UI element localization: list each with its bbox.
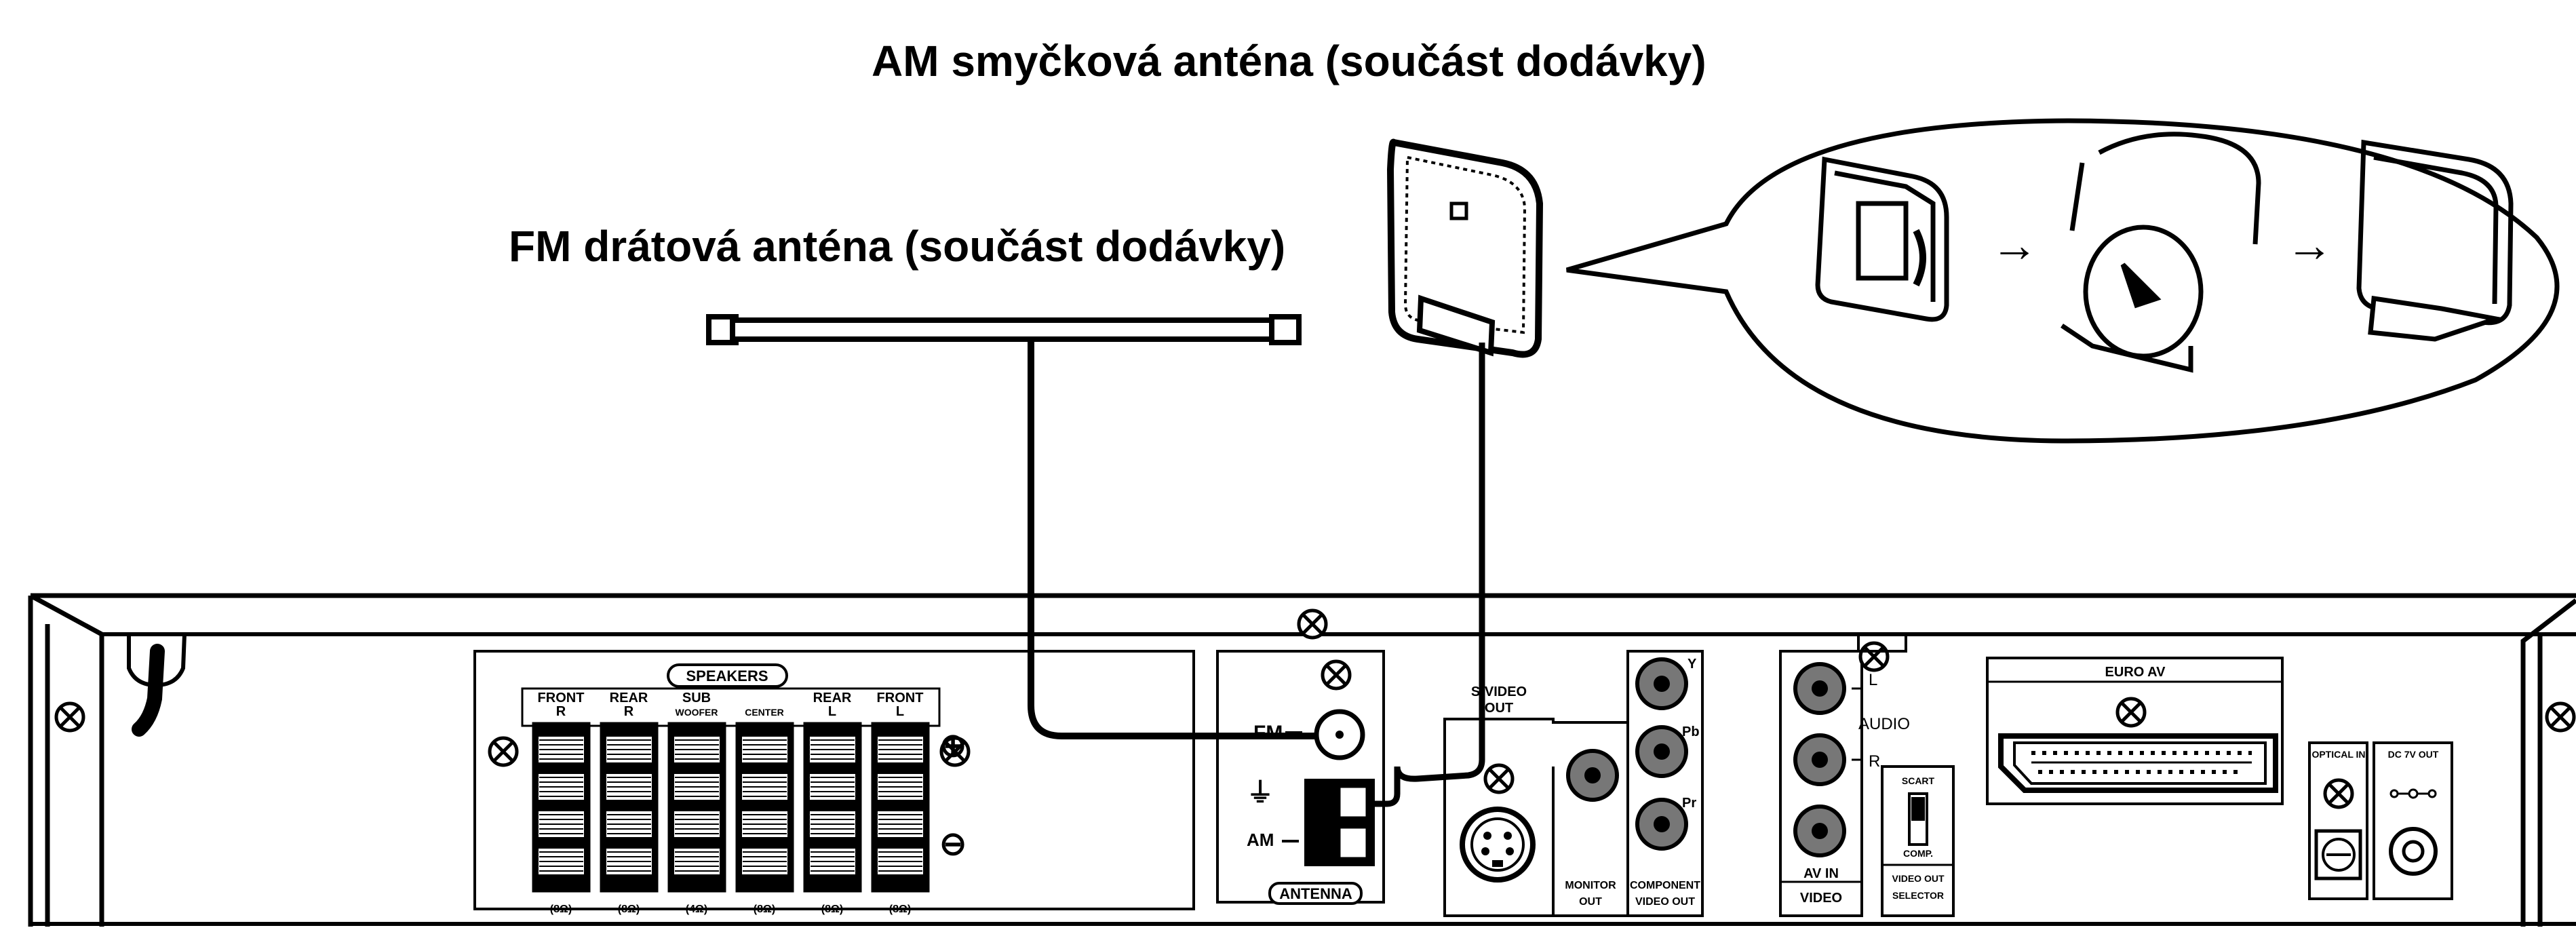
comp-label: COMP. [1903,848,1933,859]
screw [2545,701,2576,733]
fm-cable [1028,339,1340,739]
antenna-title: ANTENNA [1279,885,1352,902]
assembly-step-3 [2356,139,2514,342]
selector-label-2: SELECTOR [1892,890,1944,901]
pb-label: Pb [1682,724,1700,739]
screw [54,701,85,733]
optical-in-section: OPTICAL IN [2308,741,2368,900]
optical-in-port[interactable] [2314,829,2362,880]
audio-label: AUDIO [1858,715,1910,733]
s-video-label: S-VIDEO [1471,684,1527,699]
screw [1483,763,1515,794]
screw [1297,608,1328,640]
audio-l-label: L [1869,671,1877,689]
euro-av-label: EURO AV [2105,665,2166,680]
dc-out-jack[interactable] [2389,827,2438,876]
dc-out-label: DC 7V OUT [2388,749,2439,760]
screw [2323,778,2354,809]
speaker-channel: CENTER (8Ω) [735,707,794,915]
speaker-impedance-label: (8Ω) [821,904,843,915]
optical-in-label: OPTICAL IN [2311,749,2365,760]
speakers-section: SPEAKERS ⊕ ⊖ FRONTR(8Ω)REARR(8Ω)SUBWOOFE… [473,650,1195,915]
screw [488,736,519,767]
fm-wire-antenna [706,314,1302,345]
fm-terminal-label: FM [1253,722,1283,744]
av-video-label: VIDEO [1800,891,1842,906]
assembly-callout: → → [1566,118,2560,444]
screw [1321,659,1352,691]
receiver-back-panel: SPEAKERS ⊕ ⊖ FRONTR(8Ω)REARR(8Ω)SUBWOOFE… [28,593,2576,927]
fm-antenna-label: FM drátová anténa (součást dodávky) [509,222,1285,271]
scart-label: SCART [1902,775,1935,786]
component-label-1: COMPONENT [1630,880,1700,891]
s-video-out-label: OUT [1485,701,1513,716]
speaker-channel-label: FRONT [877,691,924,705]
speaker-channel-label: L [828,704,836,719]
speaker-channel-label: SUB [682,691,711,705]
speaker-channel-label: FRONT [538,691,585,705]
am-terminal-label: AM [1247,830,1274,850]
speaker-channel-label: CENTER [745,707,784,718]
speaker-impedance-label: (8Ω) [550,904,572,915]
video-out-selector-switch[interactable] [1908,792,1928,846]
arrow-step-1: → [1991,218,2038,271]
speaker-channel-label: R [624,704,634,719]
euro-av-scart-connector[interactable] [1998,733,2278,793]
dc-polarity-icon [2389,788,2437,799]
speaker-channel-label: L [896,704,904,719]
speaker-impedance-label: (4Ω) [686,904,707,915]
speaker-impedance-label: (8Ω) [889,904,911,915]
av-in-label: AV IN [1803,866,1839,881]
euro-av-section: EURO AV [1986,657,2284,805]
speaker-minus-sign: ⊖ [939,826,967,862]
monitor-out-label-2: OUT [1579,896,1602,908]
speaker-plus-sign: ⊕ [939,728,967,764]
speaker-channel-label: WOOFER [676,707,718,718]
screw [2115,697,2147,728]
antenna-section: FM ⏚ AM ANTENNA [1216,650,1385,905]
speaker-impedance-label: (8Ω) [754,904,775,915]
am-antenna-terminal[interactable] [1304,779,1375,866]
speaker-channel: SUB WOOFER (4Ω) [667,691,726,915]
s-video-jack[interactable] [1460,807,1536,883]
audio-r-label: R [1869,752,1880,771]
speakers-title: SPEAKERS [686,667,768,684]
am-cable [1357,343,1485,807]
arrow-step-2: → [2286,218,2333,271]
speaker-channel-label: REAR [813,691,852,705]
speaker-terminals: FRONTR(8Ω)REARR(8Ω)SUBWOOFER(4Ω)CENTER(8… [521,687,941,915]
am-antenna-label: AM smyčková anténa (součást dodávky) [872,37,1706,85]
y-label: Y [1687,657,1697,672]
selector-label-1: VIDEO OUT [1892,873,1944,884]
component-label-2: VIDEO OUT [1635,896,1695,908]
pr-label: Pr [1682,796,1696,811]
screw [1858,641,1890,672]
monitor-out-label-1: MONITOR [1565,880,1616,891]
speaker-impedance-label: (8Ω) [618,904,640,915]
ground-symbol: ⏚ [1247,778,1274,808]
am-loop-antenna [1386,138,1544,358]
power-cord [127,634,187,737]
assembly-step-2 [2061,132,2261,373]
screw [939,736,971,767]
video-audio-section: S-VIDEO OUT MONITOR OUT [1443,641,1955,917]
dc-out-section: DC 7V OUT [2373,741,2453,900]
speaker-channel-label: R [556,704,566,719]
speaker-channel-label: REAR [610,691,648,705]
assembly-step-1 [1815,156,1949,322]
